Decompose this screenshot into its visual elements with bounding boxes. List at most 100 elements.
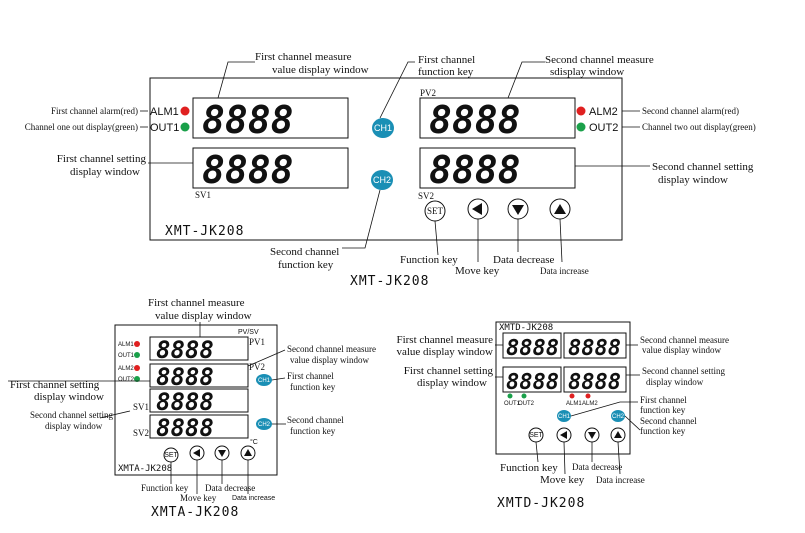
xmtd-sv1-window xyxy=(502,366,562,393)
xmt-sv2-window xyxy=(419,147,576,189)
xmt-panel: 8888 8888 8888 8888 PV2 SV1 SV2 ALM1 OUT… xyxy=(149,77,623,241)
xmta-panel-frame xyxy=(114,324,278,476)
xmta-label-first-function-1: First channel xyxy=(287,371,334,381)
xmta-panel: 8888 8888 8888 8888 PV/SV PV1 PV2 SV1 SV… xyxy=(114,324,278,476)
xmta-ch2-key[interactable]: CH2 xyxy=(256,418,272,430)
xmtd-pv1-window xyxy=(502,332,562,359)
xmtd-out2-label: OUT2 xyxy=(518,401,535,407)
xmtd-label-second-measure-2: value display window xyxy=(642,345,721,355)
xmta-sv2-window xyxy=(149,414,249,439)
xmt-set-button[interactable]: SET xyxy=(424,200,446,222)
xmta-ch2-text: CH2 xyxy=(258,422,271,428)
down-arrow-icon xyxy=(588,432,596,439)
xmta-move-button[interactable] xyxy=(189,445,205,461)
left-arrow-icon xyxy=(472,203,482,215)
xmt-pv1-digits: 8888 xyxy=(202,98,294,142)
xmtd-alm1-label: ALM1 xyxy=(566,401,582,407)
xmtd-ch2-key[interactable]: CH2 xyxy=(611,410,625,422)
left-arrow-icon xyxy=(560,431,567,439)
xmt-tag-sv1: SV1 xyxy=(195,190,211,200)
xmta-alm2-led xyxy=(134,365,140,371)
xmta-tag-celsius: °C xyxy=(250,438,258,446)
xmtd-alm2-led xyxy=(585,393,591,399)
xmtd-decrease-button[interactable] xyxy=(584,427,600,443)
xmta-out2-label: OUT2 xyxy=(118,377,135,383)
xmta-alm1-led xyxy=(134,341,140,347)
xmta-decrease-button[interactable] xyxy=(214,445,230,461)
xmta-pv1-window xyxy=(149,336,249,361)
xmtd-label-second-function-2: function key xyxy=(640,426,686,436)
left-arrow-icon xyxy=(193,449,200,457)
xmt-label-second-setting-2: display window xyxy=(658,174,728,186)
xmta-label-data-increase: Data increase xyxy=(232,495,275,502)
xmt-label-first-setting-2: display window xyxy=(70,166,140,178)
xmta-pv1-digits: 8888 xyxy=(156,336,214,364)
xmt-label-second-function-2: function key xyxy=(278,259,334,271)
xmta-label-first-measure-1: First channel measure xyxy=(148,297,245,309)
xmt-ch2-text: CH2 xyxy=(373,175,391,185)
xmt-label-first-function-2: function key xyxy=(418,66,474,78)
xmta-label-second-setting-2: display window xyxy=(45,421,103,431)
xmtd-sv2-window xyxy=(563,366,627,393)
xmt-alm1-led xyxy=(180,106,190,116)
xmta-set-button[interactable]: SET xyxy=(163,447,179,463)
xmt-pv1-window xyxy=(192,97,349,139)
xmta-label-first-function-2: function key xyxy=(290,382,336,392)
xmta-caption: XMTA-JK208 xyxy=(151,505,239,520)
xmta-model-label: XMTA-JK208 xyxy=(118,464,172,474)
xmt-increase-button[interactable] xyxy=(549,198,571,220)
xmt-label-data-decrease: Data decrease xyxy=(493,254,554,266)
xmta-increase-button[interactable] xyxy=(240,445,256,461)
xmtd-label-function-key: Function key xyxy=(500,462,558,474)
xmtd-ch1-text: CH1 xyxy=(558,414,571,420)
xmt-label-first-alarm: First channel alarm(red) xyxy=(51,106,138,116)
xmta-ch1-key[interactable]: CH1 xyxy=(256,374,272,386)
xmta-out1-led xyxy=(134,352,140,358)
xmtd-label-first-measure-2: value display window xyxy=(396,346,493,358)
xmtd-label-second-setting-1: Second channel setting xyxy=(642,366,725,376)
xmtd-label-data-decrease: Data decrease xyxy=(572,462,622,472)
xmta-alm2-label: ALM2 xyxy=(118,366,134,372)
xmtd-pv1-digits: 8888 xyxy=(506,336,559,361)
xmt-ch1-key[interactable]: CH1 xyxy=(372,118,394,138)
xmta-label-data-decrease: Data decrease xyxy=(205,483,255,493)
xmt-label-first-setting-1: First channel setting xyxy=(57,153,147,165)
xmtd-label-first-function-1: First channel xyxy=(640,395,687,405)
xmt-ch1-text: CH1 xyxy=(374,123,392,133)
xmta-sv1-digits: 8888 xyxy=(156,388,214,416)
xmtd-alm2-label: ALM2 xyxy=(582,401,598,407)
xmt-move-button[interactable] xyxy=(467,198,489,220)
xmt-label-second-alarm: Second channel alarm(red) xyxy=(642,106,739,116)
xmt-decrease-button[interactable] xyxy=(507,198,529,220)
xmt-label-first-function-1: First channel xyxy=(418,54,475,66)
xmt-label-second-setting-1: Second channel setting xyxy=(652,161,754,173)
xmt-label-second-measure-2: sdisplay window xyxy=(550,66,624,78)
xmta-alm1-label: ALM1 xyxy=(118,342,134,348)
xmtd-label-move-key: Move key xyxy=(540,474,585,486)
xmta-set-text: SET xyxy=(164,452,178,459)
xmta-ch1-text: CH1 xyxy=(258,378,271,384)
xmta-tag-pv2: PV2 xyxy=(249,362,265,372)
xmtd-out2-led xyxy=(521,393,527,399)
xmta-label-second-measure-2: value display window xyxy=(290,355,369,365)
xmtd-label-first-function-2: function key xyxy=(640,405,686,415)
xmtd-increase-button[interactable] xyxy=(610,427,626,443)
xmtd-alm1-led xyxy=(569,393,575,399)
xmta-label-function-key: Function key xyxy=(141,483,189,493)
xmt-sv2-digits: 8888 xyxy=(429,148,521,192)
xmt-tag-pv2: PV2 xyxy=(420,88,436,98)
xmt-label-first-measure-2: value display window xyxy=(272,64,369,76)
xmt-label-function-key: Function key xyxy=(400,254,458,266)
xmtd-label-data-increase: Data increase xyxy=(596,475,645,485)
xmtd-label-second-setting-2: display window xyxy=(646,377,704,387)
xmtd-ch1-key[interactable]: CH1 xyxy=(557,410,571,422)
xmt-label-move-key: Move key xyxy=(455,265,500,277)
xmtd-move-button[interactable] xyxy=(556,427,572,443)
xmtd-label-first-setting-2: display window xyxy=(417,377,487,389)
xmta-label-second-measure-1: Second channel measure xyxy=(287,344,376,354)
xmt-out1-led xyxy=(180,122,190,132)
xmtd-set-button[interactable]: SET xyxy=(528,427,544,443)
xmta-label-second-function-1: Second channel xyxy=(287,415,344,425)
xmt-ch2-key[interactable]: CH2 xyxy=(371,170,393,190)
